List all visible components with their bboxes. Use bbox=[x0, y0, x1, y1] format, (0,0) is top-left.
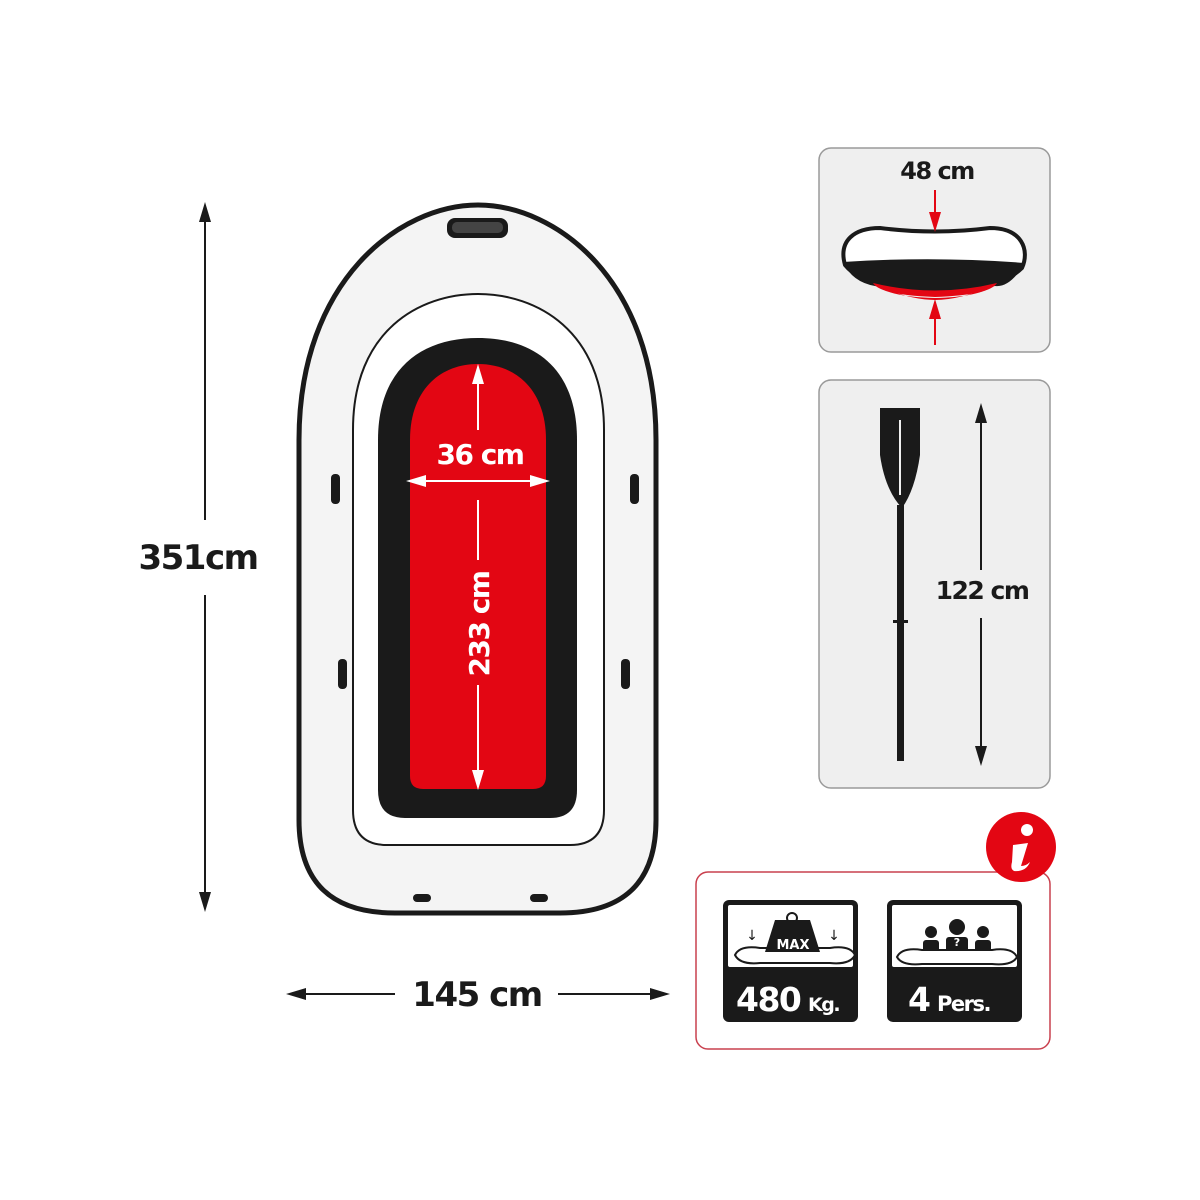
max-load-value: 480 bbox=[736, 980, 801, 1019]
floor-width-label: 36 cm bbox=[437, 438, 524, 471]
oar-length-label: 122 cm bbox=[936, 576, 1029, 605]
boat-top-view: 36 cm 233 cm bbox=[296, 202, 659, 916]
info-icon bbox=[986, 812, 1056, 882]
max-badge-text: MAX bbox=[776, 938, 809, 953]
length-dimension: 351cm bbox=[138, 202, 259, 912]
stern-handle bbox=[530, 894, 548, 902]
persons-badge: ? 4 Pers. bbox=[887, 900, 1022, 1022]
side-handle bbox=[630, 474, 639, 504]
floor-length-label: 233 cm bbox=[463, 572, 496, 677]
tube-diameter-label: 48 cm bbox=[900, 157, 974, 185]
length-label: 351cm bbox=[138, 538, 257, 578]
down-arrow-icon: ↓ bbox=[746, 928, 758, 944]
max-load-unit: Kg. bbox=[808, 994, 839, 1016]
oar-panel: 122 cm bbox=[818, 379, 1051, 789]
person-symbol: ? bbox=[954, 936, 960, 949]
width-dimension: 145 cm bbox=[286, 975, 670, 1015]
capacity-info-panel: MAX ↓ ↓ 480 Kg. ? 4 Pers. bbox=[695, 812, 1056, 1050]
tube-diameter-panel: 48 cm bbox=[818, 147, 1051, 353]
side-handle bbox=[338, 659, 347, 689]
stern-handle bbox=[413, 894, 431, 902]
side-handle bbox=[331, 474, 340, 504]
persons-unit: Pers. bbox=[937, 992, 990, 1016]
oar-icon bbox=[880, 408, 920, 761]
max-load-badge: MAX ↓ ↓ 480 Kg. bbox=[723, 900, 858, 1022]
persons-value: 4 bbox=[908, 980, 930, 1019]
width-label: 145 cm bbox=[412, 975, 541, 1015]
side-handle bbox=[621, 659, 630, 689]
down-arrow-icon: ↓ bbox=[828, 928, 840, 944]
